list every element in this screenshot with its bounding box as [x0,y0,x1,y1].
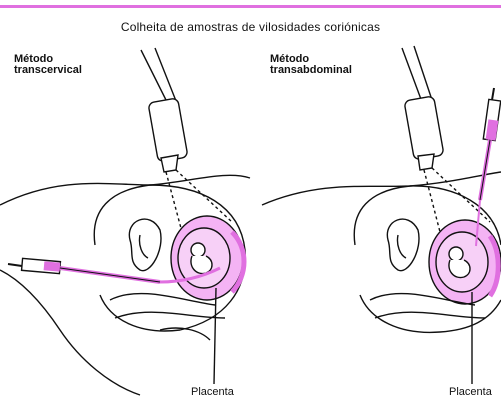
left-back-contour [0,270,140,395]
left-ultrasound-probe [141,48,232,232]
right-syringe [476,88,501,246]
left-bladder [129,219,161,271]
left-body-outline [0,175,250,205]
left-placenta-pointer [214,288,216,384]
right-illustration [262,46,501,384]
right-bladder [387,219,419,271]
right-body-outline [262,172,501,205]
right-placenta-label: Placenta [449,386,492,398]
left-illustration [0,48,250,395]
left-placenta-label: Placenta [191,386,234,398]
